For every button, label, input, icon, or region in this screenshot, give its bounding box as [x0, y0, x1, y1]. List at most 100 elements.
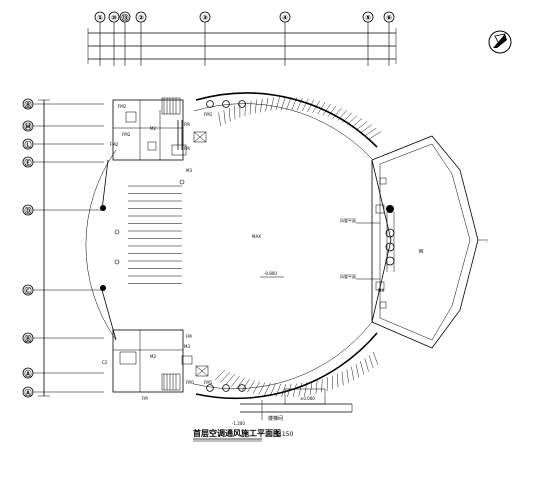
hatch-line	[356, 121, 368, 131]
hatch-line	[260, 98, 263, 113]
fan-coil-icon	[100, 205, 106, 211]
fire-damper-icon	[222, 384, 230, 392]
svg-text:M2: M2	[150, 354, 156, 359]
svg-text:M3: M3	[186, 168, 192, 173]
hatch-line	[281, 383, 287, 398]
equipment-tags: FM MX	[186, 288, 384, 339]
svg-text:FM1: FM1	[186, 380, 195, 385]
hall-label: MAX	[252, 234, 261, 239]
svg-text:FM: FM	[142, 396, 148, 401]
svg-text:风管平面: 风管平面	[340, 273, 356, 279]
fan-coil-icon	[114, 229, 120, 235]
south-stair: 楼梯间 ±0.000 -1.200	[232, 388, 353, 426]
hatch-line	[347, 115, 358, 126]
hatch-line	[322, 103, 331, 116]
north-arrow-icon	[488, 30, 512, 54]
left-grid-strip: Ⓑ Ⓜ Ⓛ Ⓔ Ⓓ Ⓒ Ⓑ Ⓐ Ⓐ	[22, 98, 104, 398]
hatch-line	[264, 383, 271, 396]
mx-tag: MX	[378, 288, 384, 293]
hatch-line	[351, 118, 363, 128]
hatch-line	[252, 381, 260, 394]
hatch-line	[360, 124, 372, 134]
grid-top-1: ①	[97, 14, 103, 22]
west-core: FM2 FM2 FM2 FM FM M2 M3	[110, 97, 207, 173]
hatch-line	[228, 107, 231, 122]
arc-dampers: FM1 FM1	[204, 100, 246, 392]
hatch-line	[321, 378, 323, 393]
fire-damper-icon	[222, 100, 230, 108]
hatch-line	[269, 383, 276, 397]
fire-damper-icon	[206, 384, 214, 392]
hatch-line	[372, 351, 379, 365]
hatch-line	[225, 374, 235, 385]
svg-text:C2: C2	[102, 360, 108, 365]
hatch-line	[351, 366, 355, 381]
grid-left-9: Ⓐ	[25, 388, 32, 397]
seating-rows	[128, 185, 182, 284]
grid-top-3: ⑬	[122, 13, 129, 22]
fire-damper-icon	[238, 384, 246, 392]
grid-left-1: Ⓑ	[25, 100, 32, 109]
fan-coil-icon	[386, 205, 394, 213]
hatch-line	[223, 110, 226, 124]
svg-text:FM: FM	[184, 122, 190, 127]
hatch-line	[280, 96, 286, 111]
hatch-line	[307, 99, 315, 112]
grid-left-7: Ⓑ	[25, 334, 32, 343]
svg-text:风管平面: 风管平面	[340, 217, 356, 223]
east-duct: 风管平面 风管平面	[340, 177, 395, 309]
grid-left-6: Ⓒ	[25, 286, 32, 295]
svg-text:FM2: FM2	[118, 104, 127, 109]
svg-text:±0.000: ±0.000	[300, 396, 315, 401]
svg-text:FM2: FM2	[110, 142, 119, 147]
hatch-line	[337, 110, 347, 121]
hatch-line	[287, 383, 292, 398]
hatch-line	[254, 99, 257, 114]
top-grid-strip: ① ⑩ ⑬ ② ③ ④ ⑤ ⑥	[87, 11, 397, 66]
grid-top-2: ⑩	[111, 14, 117, 22]
hatch-line	[309, 381, 313, 395]
hatch-line	[215, 369, 226, 380]
hatch-line	[301, 98, 309, 112]
grid-top-5: ③	[202, 14, 208, 22]
hatch-line	[296, 97, 303, 111]
east-wing: - W	[371, 135, 488, 349]
fan-coil-icon	[100, 285, 106, 291]
fire-damper-icon	[206, 100, 214, 108]
fire-damper-icon	[385, 256, 395, 266]
hall-centre: MAX -0.800	[252, 234, 284, 278]
hatch-line	[312, 100, 320, 113]
hatch-line	[291, 97, 298, 111]
hatch-line	[292, 383, 297, 397]
hatch-line	[346, 369, 349, 383]
east-room-label: W	[419, 249, 424, 255]
hall-walls	[85, 92, 378, 400]
fm-tag: FM	[186, 334, 192, 339]
svg-text:FM: FM	[184, 146, 190, 151]
hatch-line	[247, 380, 255, 393]
fire-damper-icon	[385, 228, 395, 238]
hatch-line	[369, 131, 382, 140]
fire-damper-icon	[385, 242, 395, 252]
hatch-line	[270, 97, 275, 111]
svg-text:M3: M3	[184, 344, 190, 349]
hatch-line	[364, 127, 377, 137]
hatch-line	[315, 380, 318, 394]
hatch-line	[258, 382, 266, 395]
hatch-line	[275, 97, 280, 111]
hatch-line	[355, 364, 360, 378]
stair-label: 楼梯间	[268, 415, 283, 422]
fire-damper-icon	[238, 100, 246, 108]
hatch-line	[234, 105, 236, 120]
hatch-line	[360, 361, 365, 375]
hatch-line	[218, 112, 221, 127]
south-west-core: C2 M3 M2 FM1 FM	[102, 329, 209, 401]
svg-text:FM1: FM1	[204, 112, 213, 117]
hatch-line	[364, 358, 369, 372]
drawing-title: 首层空调通风施工平面图 1:150	[193, 428, 293, 442]
grid-top-6: ④	[282, 14, 288, 22]
grid-top-7: ⑤	[365, 14, 371, 22]
svg-text:M2: M2	[150, 126, 156, 131]
hatched-bands	[215, 96, 382, 398]
